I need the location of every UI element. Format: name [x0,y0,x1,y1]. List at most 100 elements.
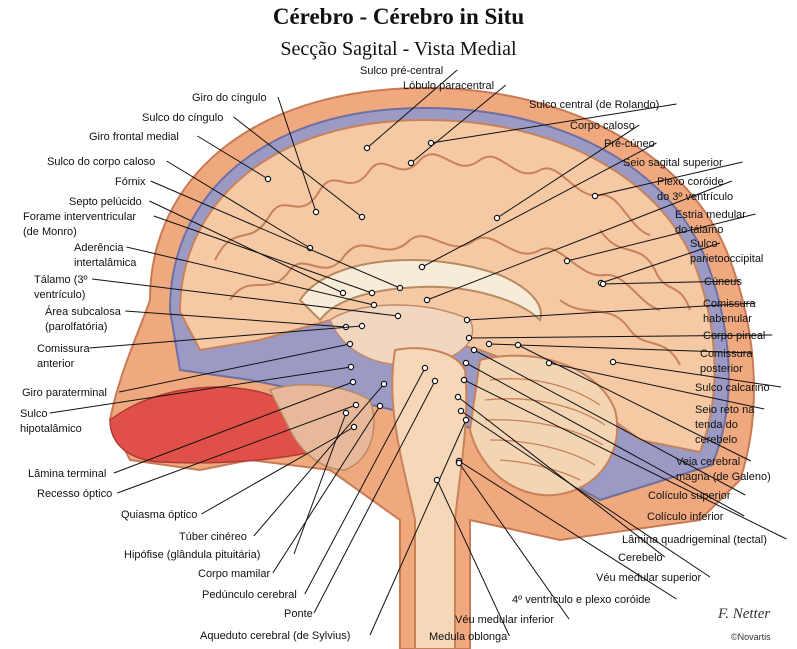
leader-line-tuber-cinereo [253,383,385,537]
pointer-dot-plexo-coroide-1 [423,296,431,304]
label-seio-reto-1: Seio reto na [695,404,755,416]
leader-line-ponte [313,380,436,614]
leader-line-lamina-quadrigeminal [463,379,787,540]
pointer-dot-fornix [396,284,404,292]
label-corpo-pineal: Corpo pineal [703,330,765,342]
pointer-dot-recesso-optico [352,401,360,409]
pointer-dot-quiasma-optico [350,423,358,431]
label-sulco-cingulo: Sulco do cíngulo [142,112,223,124]
label-sulco-central: Sulco central (de Rolando) [529,99,659,111]
leader-line-sulco-central [430,103,677,144]
pointer-dot-aderencia-1 [370,301,378,309]
sphenoid-bone [268,384,375,471]
leader-line-pre-cuneo [421,142,657,268]
label-veia-cerebral-2: magna (de Galeno) [676,471,771,483]
label-veu-medular-superior: Véu medular superior [596,572,702,584]
leader-line-giro-paraterminal [119,343,351,393]
label-sulco-calcarino: Sulco calcarino [695,382,770,394]
leader-line-corpo-mamilar [272,405,381,574]
pointer-dot-ponte [431,377,439,385]
label-sulco-parieto-2: parietooccipital [690,253,763,265]
label-coliculo-superior: Colículo superior [648,490,731,502]
cerebellum-folia [484,378,606,481]
pointer-dot-corpo-caloso [493,214,501,222]
label-lamina-quadrigeminal: Lâmina quadrigeminal (tectal) [622,534,767,546]
leader-line-quiasma-optico [201,426,355,515]
label-cuneus: Cúneus [704,276,742,288]
pointer-dot-lamina-quadrigeminal [460,376,468,384]
label-lobulo-paracentral: Lóbulo paracentral [403,80,494,92]
pointer-dot-comissura-posterior-1 [485,340,493,348]
leader-line-plexo-coroide-1 [426,180,732,301]
pointer-dot-pedunculo-cerebral [421,364,429,372]
brainstem-shape [391,347,468,649]
leader-line-medula-oblonga [436,479,510,637]
label-pre-cuneo: Pré-cúneo [604,138,655,150]
pointer-dot-seio-sagital-superior [591,192,599,200]
label-area-subcalosa-2: (parolfatória) [45,321,107,333]
label-lamina-terminal: Lâmina terminal [28,468,106,480]
leader-line-coliculo-superior [473,349,746,496]
leader-line-seio-sagital-superior [594,161,743,197]
label-fornix: Fórnix [115,176,146,188]
leader-line-quarto-ventriculo [458,460,677,600]
label-medula-oblonga: Medula oblonga [429,631,508,643]
label-forame-2: (de Monro) [23,226,77,238]
pointer-dot-corpo-mamilar [376,402,384,410]
pointer-dot-tuber-cinereo [380,380,388,388]
leader-line-veu-medular-inferior [458,462,570,620]
leader-line-veia-cerebral-1 [517,344,752,462]
leader-line-sulco-cingulo [233,116,363,218]
label-seio-sagital-superior: Seio sagital superior [623,157,723,169]
label-ponte: Ponte [284,608,313,620]
copyright-text: ©Novartis [731,632,771,642]
pointer-dot-cerebelo [454,393,462,401]
page-subtitle: Secção Sagital - Vista Medial [280,38,517,60]
label-veia-cerebral-1: Veia cerebral [676,456,740,468]
leader-line-septo-pelucido [149,200,344,294]
pointer-dot-hipofise [342,409,350,417]
pointer-dot-sulco-central [427,139,435,147]
pointer-dot-giro-paraterminal [346,340,354,348]
pointer-dot-sulco-pre-central [363,144,371,152]
label-giro-frontal-medial: Giro frontal medial [89,131,179,143]
label-veu-medular-inferior: Véu medular inferior [455,614,554,626]
label-talamo-1: Tálamo (3º [34,274,88,286]
label-comissura-posterior-2: posterior [700,363,743,375]
leader-line-forame-1 [153,215,373,294]
label-area-subcalosa-1: Área subcalosa [45,305,122,318]
label-plexo-coroide-2: do 3º ventrículo [657,191,733,203]
label-quiasma-optico: Quiasma óptico [121,509,197,521]
label-recesso-optico: Recesso óptico [37,488,112,500]
label-sulco-pre-central: Sulco pré-central [360,65,443,77]
pointer-dot-veia-cerebral-1 [514,341,522,349]
label-comissura-habenular-1: Comissura [703,298,756,310]
pointer-dot-talamo-1 [394,312,402,320]
corpus-callosum-shape [298,259,542,322]
pointer-dot-lamina-terminal [349,378,357,386]
leader-line-hipofise [293,412,347,555]
pointer-dot-septo-pelucido [339,289,347,297]
label-estria-medular-1: Estria medular [675,209,746,221]
label-septo-pelucido: Septo pelúcido [69,196,142,208]
pointer-dot-lobulo-paracentral [407,159,415,167]
leader-line-seio-reto-1 [548,362,765,410]
label-seio-reto-2: tenda do [695,419,738,431]
label-talamo-2: ventrículo) [34,289,85,301]
leader-line-pedunculo-cerebral [304,367,426,595]
pointer-dot-estria-medular-1 [563,257,571,265]
pointer-dot-corpo-pineal [465,334,473,342]
pointer-dot-cuneus [599,280,607,288]
leader-line-corpo-caloso [496,124,640,219]
leader-line-cuneus [602,280,740,285]
pointer-dot-pre-cuneo [418,263,426,271]
pointer-dot-medula-oblonga [433,476,441,484]
leader-line-aqueduto [369,419,467,636]
label-aqueduto: Aqueduto cerebral (de Sylvius) [200,630,350,642]
pointer-dot-sulco-calcarino [609,358,617,366]
label-corpo-caloso: Corpo caloso [570,120,635,132]
pointer-dot-comissura-habenular-1 [463,316,471,324]
